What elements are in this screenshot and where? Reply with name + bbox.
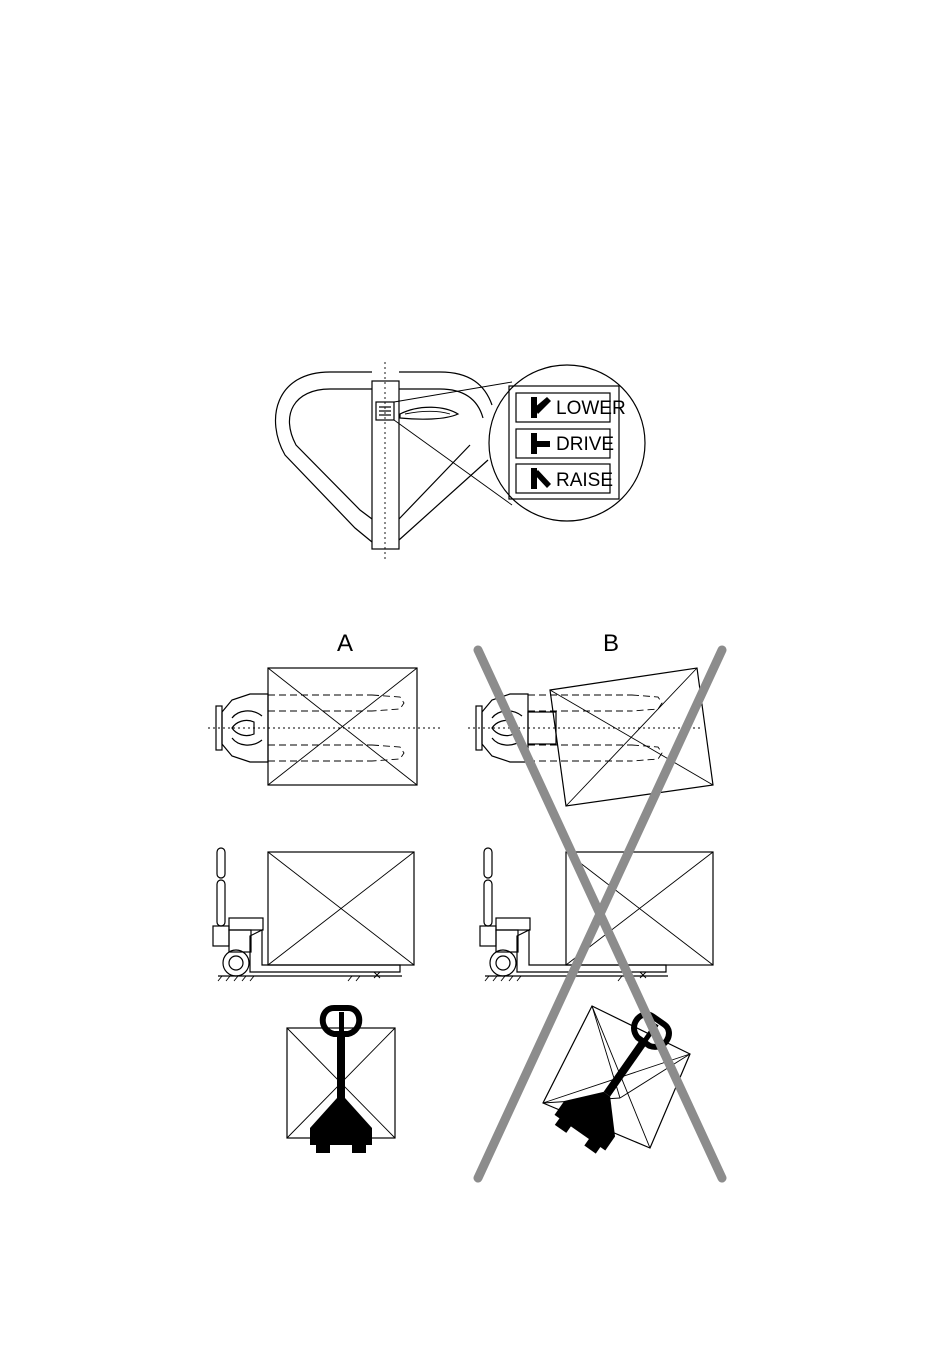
legend-label-raise: RAISE [556,470,613,491]
lever-drive-icon [531,433,550,454]
panel-a-side-view [213,848,414,981]
panel-a-label: A [337,630,353,657]
legend-row-drive: DRIVE [516,429,614,458]
handle-top-view [275,362,512,560]
legend-row-raise: RAISE [516,464,613,493]
pallet-truck-silhouette-icon [310,1008,372,1153]
panel-b-top-view [468,668,713,806]
panel-a-handle-view [287,1008,395,1153]
lever-lower-icon [531,397,551,418]
legend-label-drive: DRIVE [556,434,614,455]
panel-b-label: B [603,630,619,657]
panel-a-top-view [208,668,440,785]
control-legend-magnifier: LOWER DRIVE RAISE [489,365,645,521]
legend-row-lower: LOWER [516,393,626,422]
legend-label-lower: LOWER [556,398,626,419]
panel-b-handle-view [543,1003,690,1157]
lever-raise-icon [531,468,551,489]
